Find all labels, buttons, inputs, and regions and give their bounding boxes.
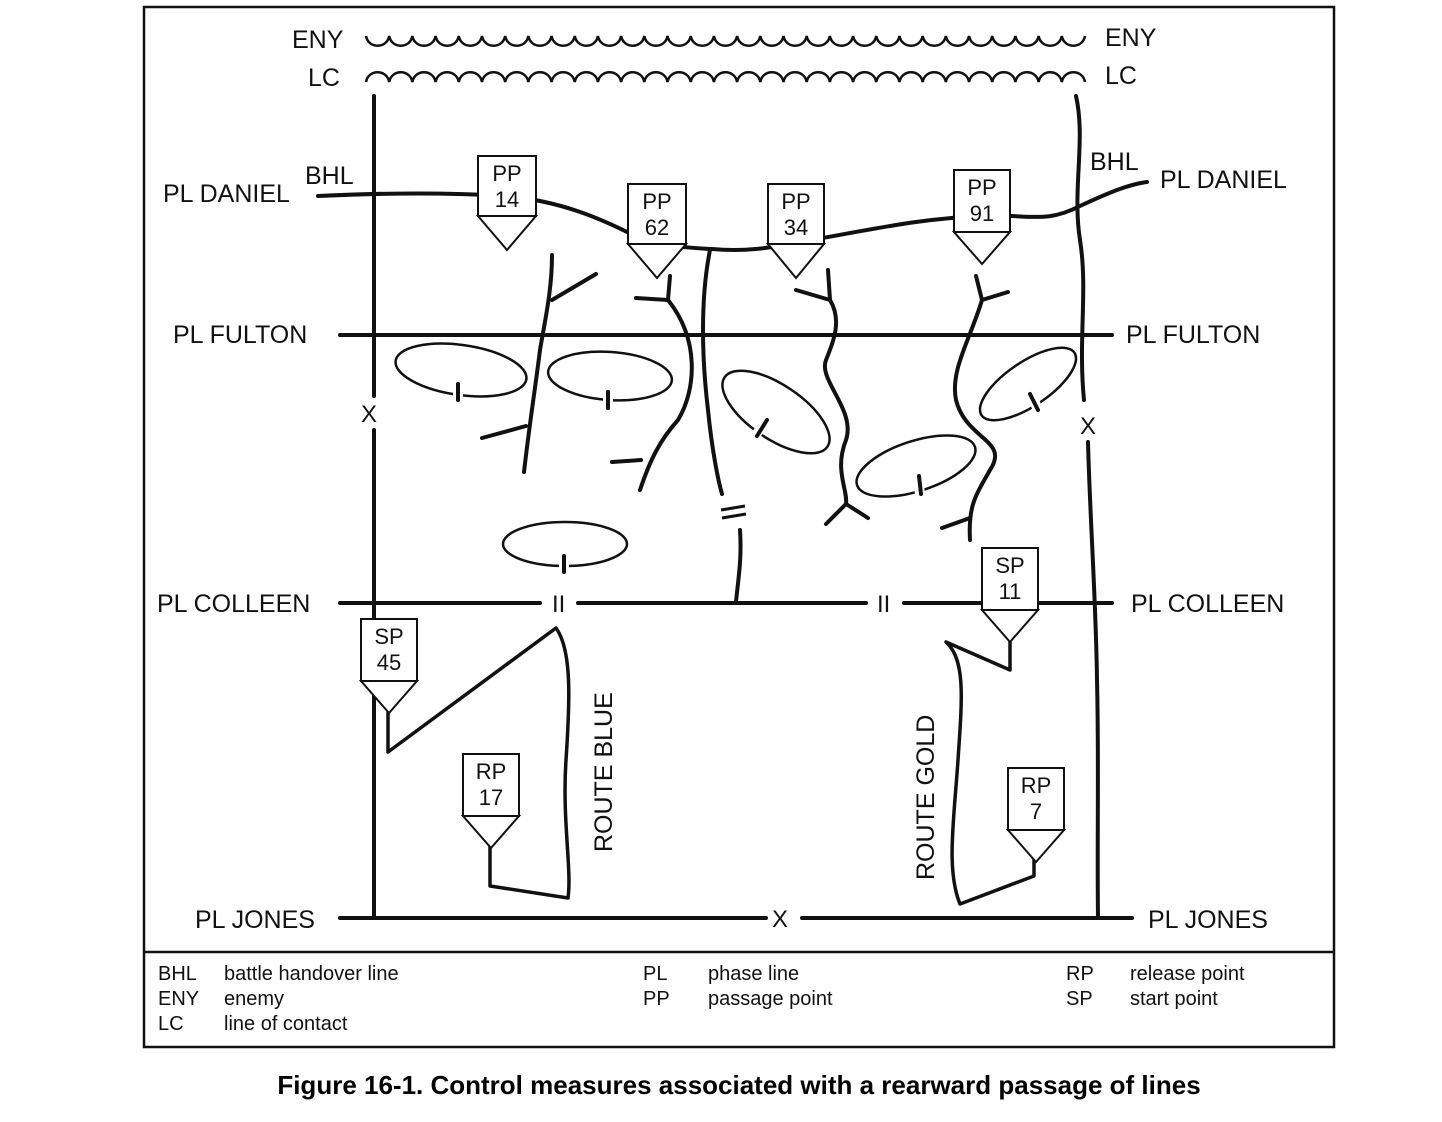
assembly-area-3 xyxy=(721,369,831,455)
colleen-battalion-mark-left: II xyxy=(552,591,565,618)
pp-14-type-label: PP xyxy=(492,161,521,186)
route-blue-label: ROUTE BLUE xyxy=(590,692,618,852)
route-gold xyxy=(944,638,1036,906)
eny-label-left: ENY xyxy=(292,26,344,54)
pp-34-number-label: 34 xyxy=(784,215,808,240)
legend-text-bhl: battle handover line xyxy=(224,963,399,985)
bhl-label-right: BHL xyxy=(1090,148,1139,176)
rp-7-number-label: 7 xyxy=(1030,799,1042,824)
pl-jones-label-left: PL JONES xyxy=(195,906,315,934)
phase-line-daniel xyxy=(316,180,1149,252)
battalion-boundary xyxy=(701,248,743,604)
rp-7-pointer xyxy=(1005,829,1067,864)
company-boundary-1 xyxy=(522,253,554,474)
legend-abbr-sp: SP xyxy=(1066,988,1093,1010)
diagram-frame xyxy=(142,5,1336,1049)
legend-abbr-pl: PL xyxy=(643,963,667,985)
pp-62-number-label: 62 xyxy=(645,215,669,240)
pp-62-type-label: PP xyxy=(642,189,671,214)
legend-abbr-eny: ENY xyxy=(158,988,199,1010)
company-boundary-4-forks xyxy=(940,274,1010,530)
pp-91-pointer xyxy=(951,231,1013,266)
legend-abbr-lc: LC xyxy=(158,1013,184,1035)
legend-text-lc: line of contact xyxy=(224,1013,348,1035)
company-boundary-3-forks xyxy=(794,268,870,526)
legend-abbr-pp: PP xyxy=(643,988,670,1010)
pl-colleen-label-right: PL COLLEEN xyxy=(1131,590,1284,618)
company-boundary-1-forks xyxy=(480,272,598,440)
pl-jones-label-right: PL JONES xyxy=(1148,906,1268,934)
eny-label-right: ENY xyxy=(1105,24,1157,52)
pp-14-pointer xyxy=(475,215,539,252)
legend-abbr-rp: RP xyxy=(1066,963,1094,985)
pp-91-number-label: 91 xyxy=(970,201,994,226)
pp-62-pointer xyxy=(625,243,689,280)
legend-text-eny: enemy xyxy=(224,988,284,1010)
pp-34-box xyxy=(767,183,825,245)
sp-11-box xyxy=(981,547,1039,611)
sp-45-pointer xyxy=(358,680,420,715)
sp-11-number-label: 11 xyxy=(999,579,1022,604)
sp-45-number-label: 45 xyxy=(377,650,401,675)
assembly-area-4 xyxy=(855,434,977,499)
route-blue xyxy=(386,626,571,900)
pl-daniel-label-left: PL DANIEL xyxy=(163,180,290,208)
battalion-boundary-mark xyxy=(720,504,747,520)
jones-brigade-mark: X xyxy=(772,906,788,933)
assembly-area-2 xyxy=(546,350,674,412)
assembly-area-6 xyxy=(501,520,629,577)
pp-91-type-label: PP xyxy=(967,175,996,200)
legend-abbr-bhl: BHL xyxy=(158,963,197,985)
company-boundary-2 xyxy=(638,298,694,492)
company-boundary-3 xyxy=(822,298,850,506)
assembly-area-1 xyxy=(394,342,528,403)
pl-colleen-label-left: PL COLLEEN xyxy=(157,590,310,618)
rp-17-type-label: RP xyxy=(476,759,507,784)
pl-fulton-label-right: PL FULTON xyxy=(1126,321,1260,349)
line-of-contact xyxy=(364,71,1087,83)
pp-14-number-label: 14 xyxy=(495,187,519,212)
route-gold-label: ROUTE GOLD xyxy=(912,715,940,880)
assembly-area-5 xyxy=(978,346,1078,422)
rp-17-pointer xyxy=(460,815,522,850)
colleen-battalion-mark-right: II xyxy=(877,591,890,618)
rp-17-number-label: 17 xyxy=(479,785,503,810)
pp-34-pointer xyxy=(765,243,827,280)
right-brigade-boundary xyxy=(1074,94,1100,920)
lc-label-right: LC xyxy=(1105,62,1137,90)
enemy-line xyxy=(364,35,1087,47)
bhl-label-left: BHL xyxy=(305,162,354,190)
legend-text-pp: passage point xyxy=(708,988,833,1010)
legend-text-sp: start point xyxy=(1130,988,1218,1010)
legend-text-rp: release point xyxy=(1130,963,1245,985)
pp-14-box xyxy=(477,155,537,217)
company-boundary-2-forks xyxy=(610,274,672,464)
sp-11-type-label: SP xyxy=(995,553,1024,578)
company-boundary-4 xyxy=(952,298,998,542)
pl-fulton-label-left: PL FULTON xyxy=(173,321,307,349)
left-boundary-echelon: X xyxy=(361,401,377,428)
rp-7-marker: RP7 xyxy=(1005,767,1067,864)
sp-45-type-label: SP xyxy=(374,624,403,649)
rp-7-type-label: RP xyxy=(1021,773,1052,798)
figure-caption: Figure 16-1. Control measures associated… xyxy=(277,1070,1200,1100)
lc-label-left: LC xyxy=(308,64,340,92)
pl-daniel-label-right: PL DANIEL xyxy=(1160,166,1287,194)
right-boundary-echelon: X xyxy=(1080,413,1096,440)
legend-text-pl: phase line xyxy=(708,963,799,985)
sp-11-pointer xyxy=(979,609,1041,644)
legend: BHL battle handover line ENY enemy LC li… xyxy=(158,963,1245,1035)
pp-91-box xyxy=(953,169,1011,233)
pp-34-type-label: PP xyxy=(781,189,810,214)
